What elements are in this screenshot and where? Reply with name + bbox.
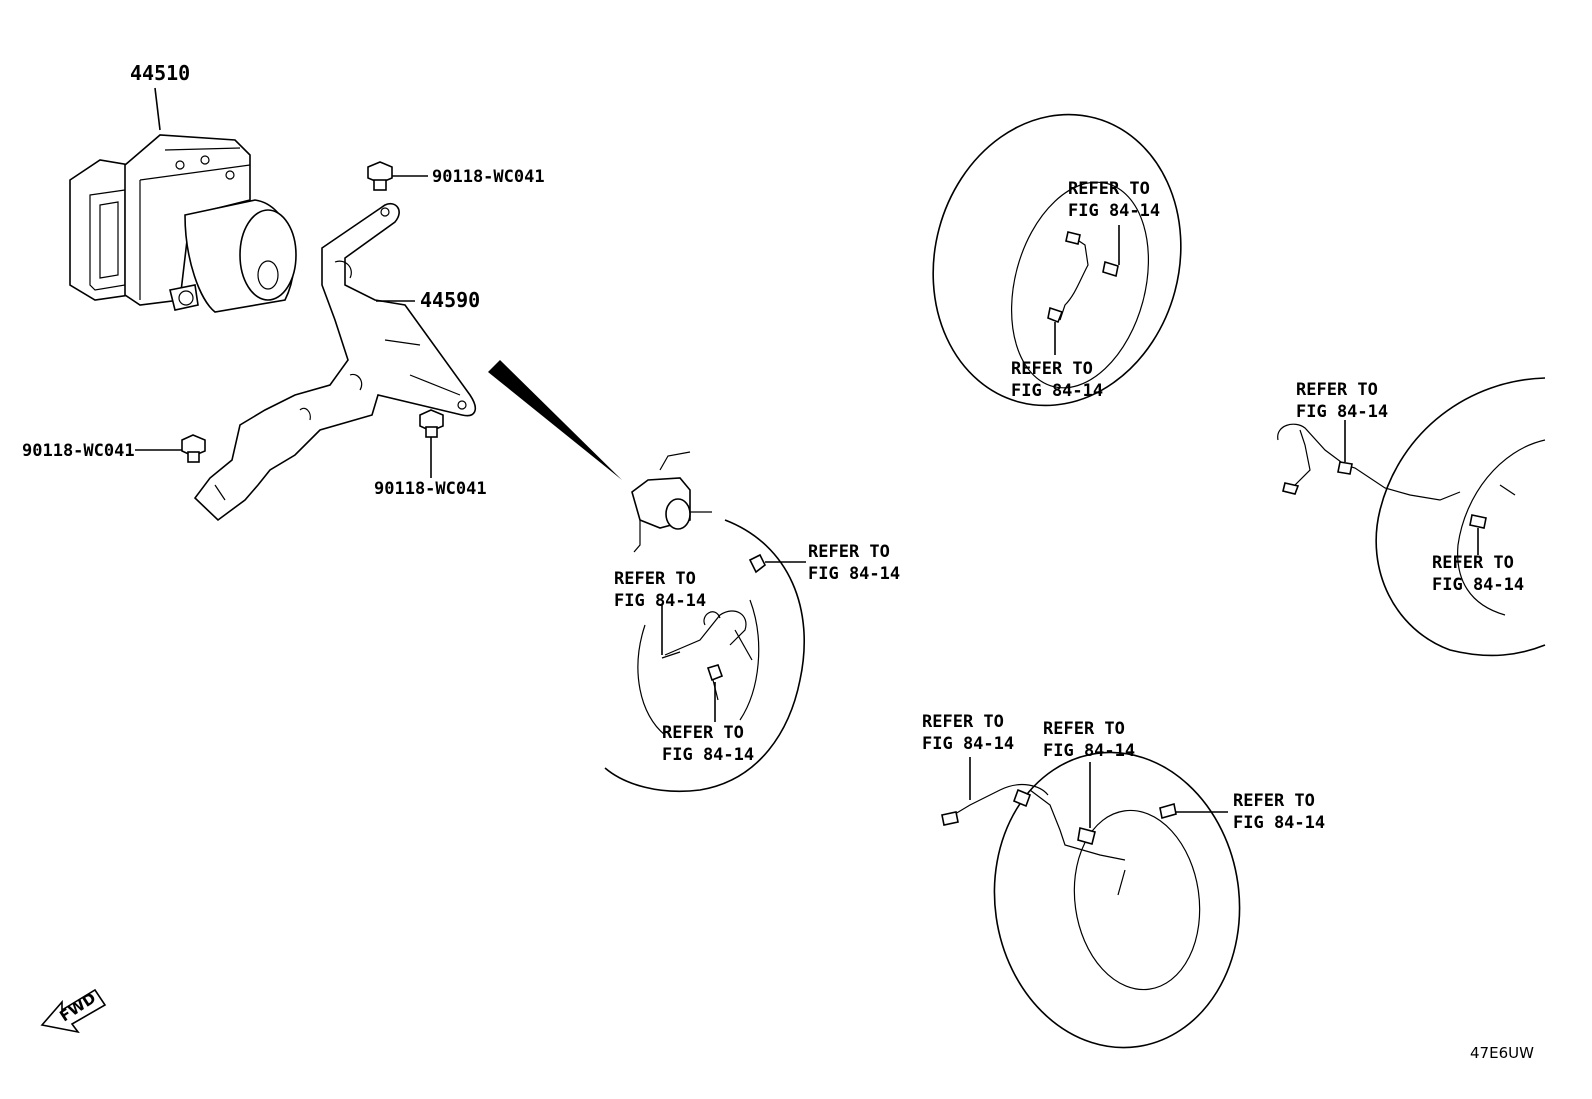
refer-label-fl-1b[interactable]: FIG 84-14 <box>808 564 900 584</box>
refer-label-rl-3a[interactable]: REFER TO <box>1233 791 1315 811</box>
part-number-bolt-left: 90118-WC041 <box>22 441 135 461</box>
part-number-abs-actuator: 44510 <box>130 61 190 85</box>
refer-label-rr-2b[interactable]: FIG 84-14 <box>1432 575 1524 595</box>
refer-label-rr-1a[interactable]: REFER TO <box>1296 380 1378 400</box>
forward-arrow-icon: FWD <box>40 989 107 1034</box>
refer-label-top-2b[interactable]: FIG 84-14 <box>1011 381 1103 401</box>
refer-label-top-1b[interactable]: FIG 84-14 <box>1068 201 1160 221</box>
wheel-front-left <box>604 519 805 793</box>
abs-actuator[interactable] <box>69 134 297 313</box>
wheel-top <box>932 113 1182 407</box>
part-number-bolt-top: 90118-WC041 <box>432 167 545 187</box>
wheel-rear-left <box>941 751 1241 1049</box>
refer-label-fl-2b[interactable]: FIG 84-14 <box>614 591 706 611</box>
part-number-bracket: 44590 <box>420 288 480 312</box>
refer-label-fl-3b[interactable]: FIG 84-14 <box>662 745 754 765</box>
refer-label-rl-2a[interactable]: REFER TO <box>1043 719 1125 739</box>
refer-label-rr-1b[interactable]: FIG 84-14 <box>1296 402 1388 422</box>
refer-label-fl-3a[interactable]: REFER TO <box>662 723 744 743</box>
small-abs-assembly <box>631 451 712 553</box>
refer-label-rl-2b[interactable]: FIG 84-14 <box>1043 741 1135 761</box>
diagram-code: 47E6UW <box>1470 1044 1534 1062</box>
refer-label-rr-2a[interactable]: REFER TO <box>1432 553 1514 573</box>
refer-label-fl-1a[interactable]: REFER TO <box>808 542 890 562</box>
refer-label-top-1a[interactable]: REFER TO <box>1068 179 1150 199</box>
refer-label-top-2a[interactable]: REFER TO <box>1011 359 1093 379</box>
wheel-rear-right <box>1277 377 1546 657</box>
location-pointer <box>488 360 622 480</box>
abs-bracket[interactable] <box>193 203 477 522</box>
refer-label-fl-2a[interactable]: REFER TO <box>614 569 696 589</box>
refer-label-rl-3b[interactable]: FIG 84-14 <box>1233 813 1325 833</box>
part-number-bolt-bottom: 90118-WC041 <box>374 479 487 499</box>
bolt-left[interactable] <box>181 434 206 463</box>
refer-label-rl-1b[interactable]: FIG 84-14 <box>922 734 1014 754</box>
bolt-bottom[interactable] <box>419 409 444 438</box>
refer-label-rl-1a[interactable]: REFER TO <box>922 712 1004 732</box>
bolt-top[interactable] <box>367 161 393 191</box>
